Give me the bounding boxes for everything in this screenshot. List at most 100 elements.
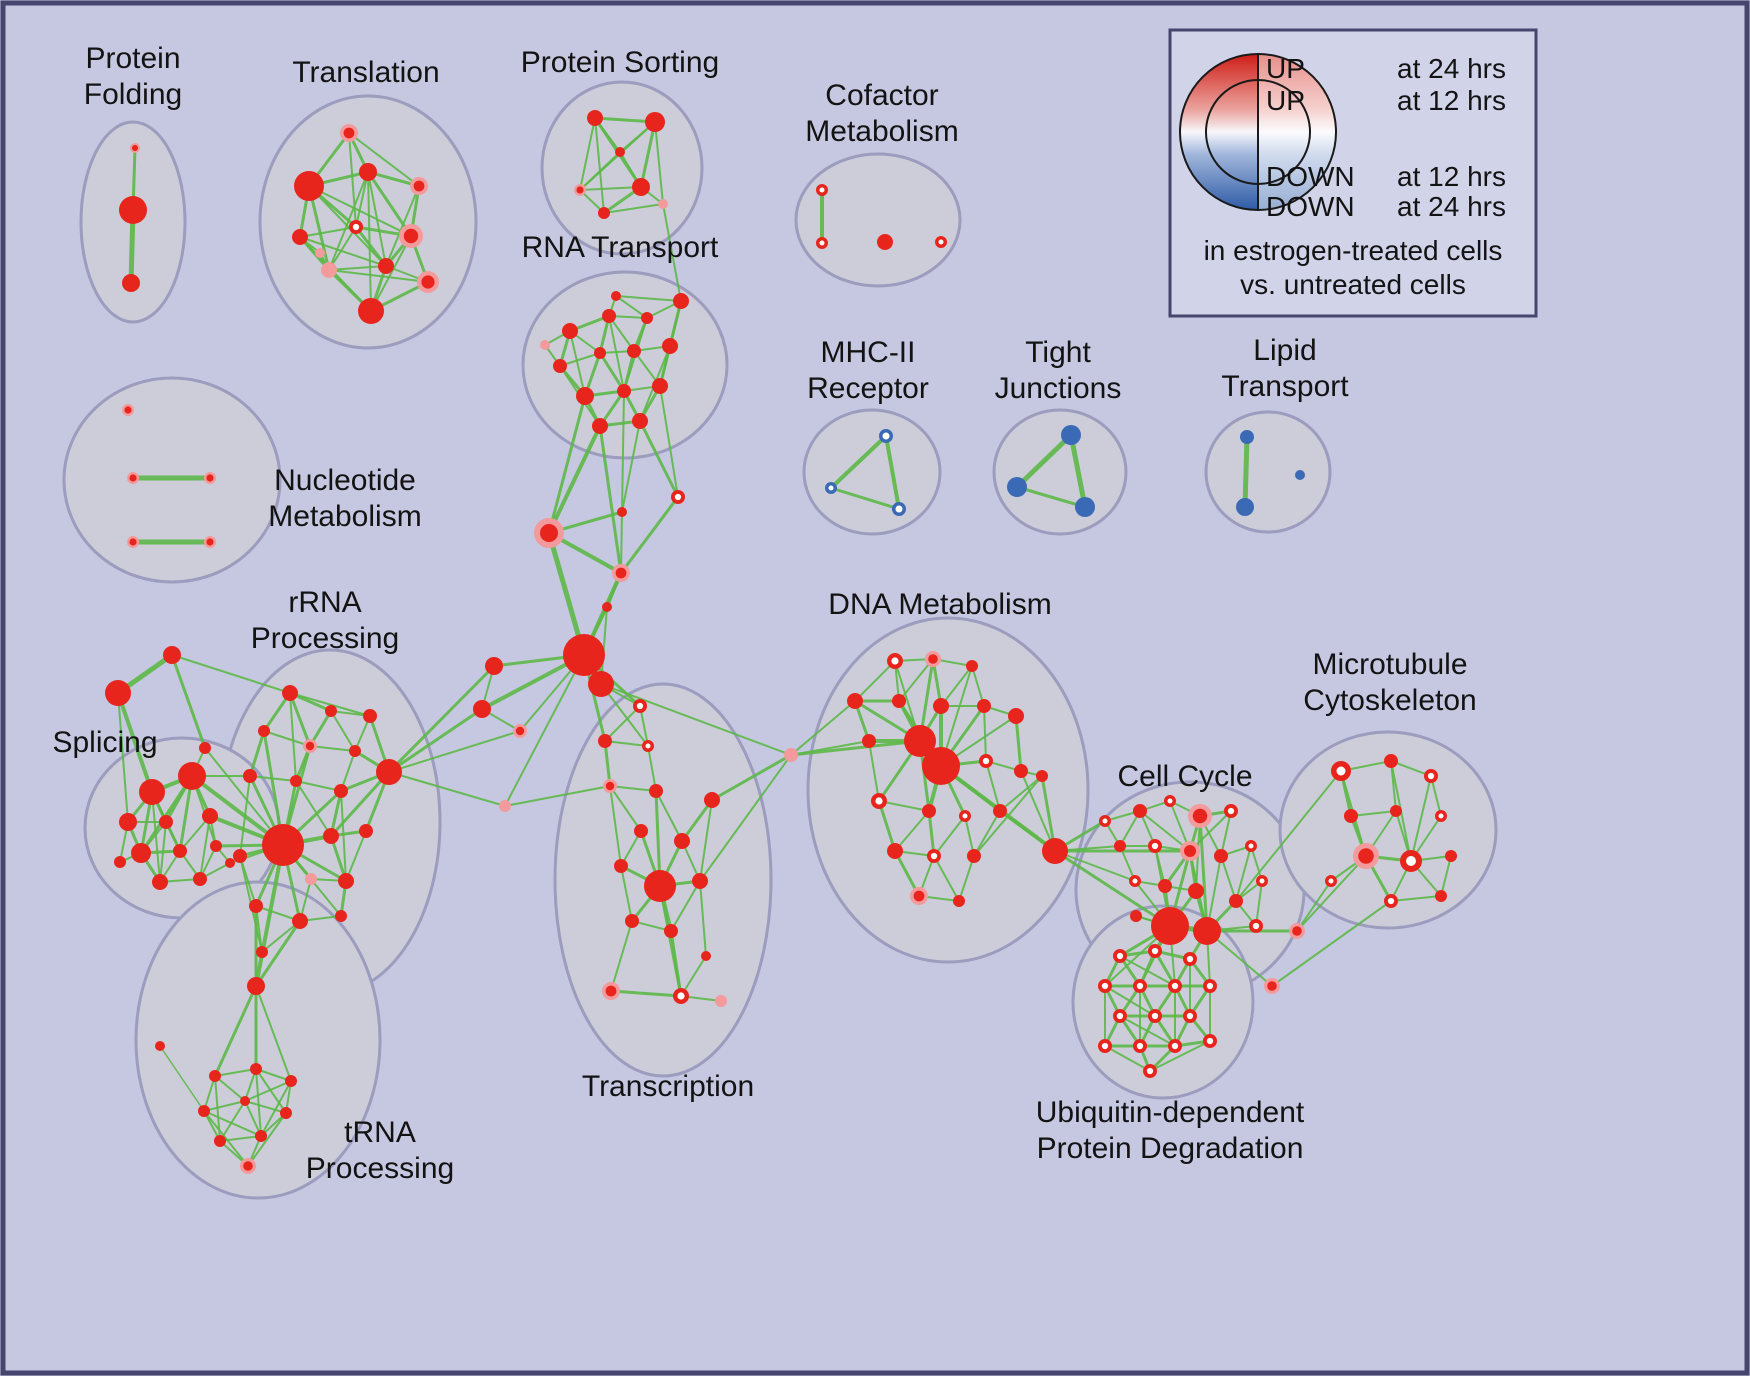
cluster-label-trna-processing: Processing xyxy=(306,1152,454,1185)
edge xyxy=(579,117,596,191)
edge xyxy=(829,434,888,490)
node-red-ring xyxy=(1435,810,1447,822)
node-down-blue xyxy=(1240,430,1254,444)
node-up-red xyxy=(163,646,181,664)
node-red-ring xyxy=(1325,875,1337,887)
edge xyxy=(569,330,586,397)
node-up-red-halo xyxy=(130,143,140,153)
legend-up-24-dir: UP xyxy=(1266,53,1305,84)
node-up-red xyxy=(152,874,168,890)
legend-caption-line2: vs. untreated cells xyxy=(1240,269,1466,300)
node-up-red xyxy=(376,759,402,785)
node-up-red xyxy=(292,913,308,929)
node-up-red xyxy=(1114,840,1126,852)
legend-down-24-time: at 24 hrs xyxy=(1397,191,1506,222)
node-up-red xyxy=(634,824,648,838)
edge xyxy=(1198,814,1209,933)
edge xyxy=(829,486,901,511)
node-up-red xyxy=(214,1135,226,1147)
edge xyxy=(546,530,587,658)
edge xyxy=(547,424,602,535)
node-up-red-halo xyxy=(204,472,216,484)
node-up-red xyxy=(122,274,140,292)
node-up-red xyxy=(193,872,207,886)
node-red-ring xyxy=(670,489,685,504)
node-up-red xyxy=(1229,894,1243,908)
edge xyxy=(387,664,496,774)
node-red-ring xyxy=(1256,875,1268,887)
node-up-red xyxy=(576,387,594,405)
edge xyxy=(620,390,625,574)
node-up-red-halo xyxy=(925,651,941,667)
node-up-red xyxy=(1193,917,1221,945)
node-up-red xyxy=(198,1105,210,1117)
edge xyxy=(609,989,683,998)
edge xyxy=(615,295,682,302)
edge xyxy=(261,920,301,953)
edge xyxy=(638,419,680,499)
edge xyxy=(203,1100,246,1112)
edge xyxy=(1235,770,1342,902)
node-down-blue xyxy=(1295,470,1305,480)
edge xyxy=(1350,810,1397,817)
node-up-red xyxy=(887,843,903,859)
edge xyxy=(1296,880,1332,932)
node-up-red xyxy=(602,602,612,612)
node-up-red xyxy=(562,323,578,339)
node-up-red xyxy=(1158,879,1172,893)
node-red-ring xyxy=(1113,1008,1128,1023)
edge xyxy=(699,880,707,957)
node-up-red xyxy=(692,873,708,889)
edge xyxy=(308,185,412,237)
edge xyxy=(117,692,129,823)
node-up-red xyxy=(588,671,614,697)
node-blue-ring xyxy=(879,429,893,443)
edge xyxy=(699,754,792,882)
node-red-ring xyxy=(1113,948,1128,963)
edge xyxy=(1250,845,1263,882)
edge xyxy=(983,705,987,762)
node-up-red xyxy=(334,784,348,798)
edge xyxy=(999,775,1043,812)
node-up-red-halo xyxy=(204,536,216,548)
node-down-blue xyxy=(1007,477,1027,497)
node-red-ring xyxy=(1183,951,1198,966)
edge xyxy=(593,116,657,124)
node-up-red xyxy=(877,234,893,250)
edge xyxy=(659,385,679,498)
node-red-ring xyxy=(1424,768,1439,783)
node-up-red xyxy=(993,804,1007,818)
edge xyxy=(244,1080,292,1102)
edge xyxy=(504,785,611,807)
edge xyxy=(1220,855,1237,902)
cluster-label-cofactor-metabolism: Metabolism xyxy=(805,115,958,148)
node-red-ring xyxy=(1098,1039,1113,1054)
node-up-red-halo xyxy=(910,887,928,905)
node-up-red-halo xyxy=(410,177,428,195)
node-up-red-halo xyxy=(127,472,139,484)
node-up-red xyxy=(358,298,384,324)
node-up-red xyxy=(662,338,678,354)
edge xyxy=(1015,485,1087,509)
node-up-red-halo xyxy=(602,982,620,1000)
node-up-red xyxy=(119,196,147,224)
cluster-cofactor-metabolism xyxy=(794,152,962,288)
node-up-red xyxy=(292,229,308,245)
edge xyxy=(1014,714,1023,773)
node-up-red xyxy=(701,951,711,961)
cluster-label-splicing: Splicing xyxy=(52,726,157,759)
cluster-label-tight-junctions: Tight xyxy=(1025,336,1091,369)
node-up-red xyxy=(933,698,949,714)
cluster-label-tight-junctions: Junctions xyxy=(995,372,1122,405)
node-up-red xyxy=(862,734,876,748)
node-up-red xyxy=(617,507,627,517)
edge xyxy=(1206,930,1273,987)
node-up-red xyxy=(627,344,641,358)
cluster-mhc-ii-receptor xyxy=(802,408,942,536)
edge xyxy=(1119,1015,1176,1047)
node-blue-ring xyxy=(892,502,906,516)
node-up-red xyxy=(119,813,137,831)
edge xyxy=(1390,760,1432,777)
cluster-label-rrna-processing: Processing xyxy=(251,622,399,655)
edge xyxy=(387,707,484,774)
